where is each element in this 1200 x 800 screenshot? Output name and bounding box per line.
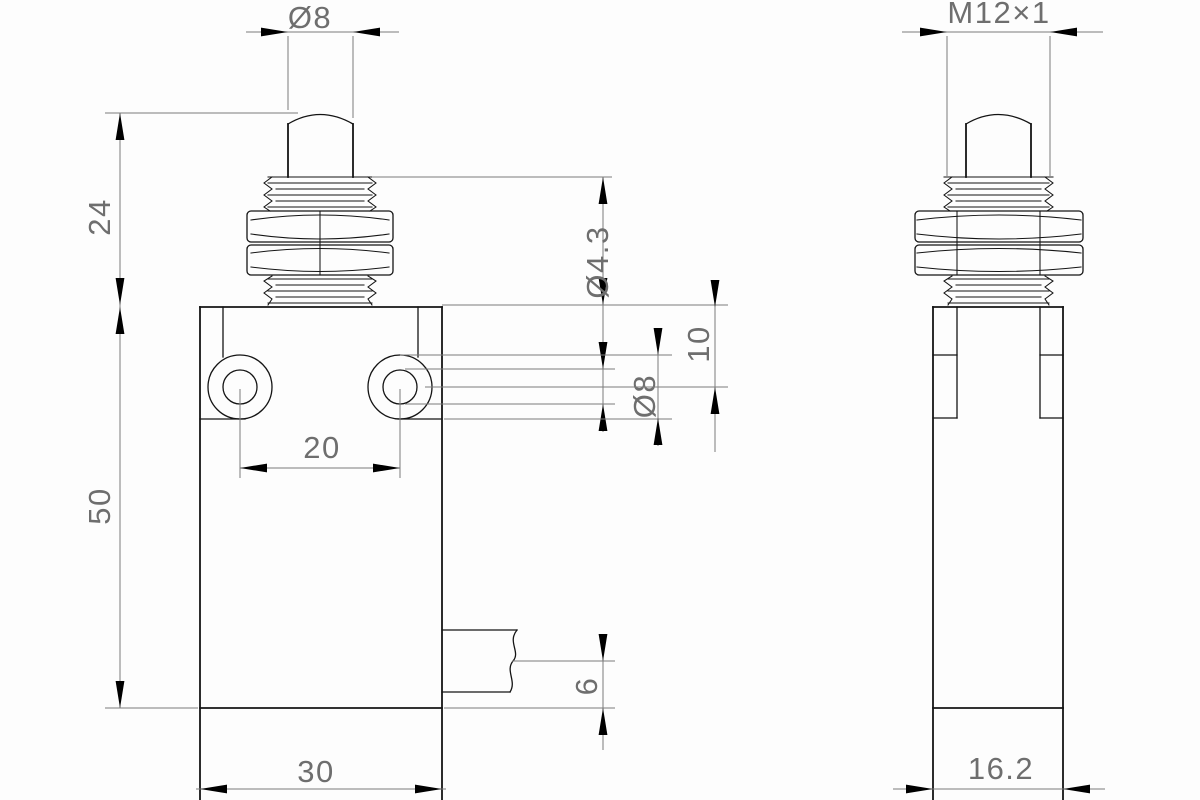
plunger-button-side [965, 113, 1032, 178]
dim-50: 50 [82, 307, 198, 709]
hex-nuts-side [914, 210, 1084, 276]
dim-plunger-diameter-label: Ø8 [288, 0, 332, 35]
dim-30-label: 30 [297, 754, 334, 789]
dim-16-2-label: 16.2 [968, 751, 1034, 786]
dim-30: 30 [196, 754, 446, 794]
dim-10-label: 10 [681, 325, 716, 362]
thread-lower-side [943, 275, 1054, 306]
dim-counterbore: Ø8 [400, 328, 672, 446]
dim-thread-spec-label: M12×1 [947, 0, 1050, 30]
switch-body [199, 306, 443, 800]
dim-plunger-diameter: Ø8 [246, 0, 399, 118]
dim-24: 24 [82, 112, 298, 708]
dim-24-label: 24 [82, 198, 117, 235]
dim-hole-diameter: Ø4.3 [372, 176, 728, 432]
dim-hole-diameter-label: Ø4.3 [580, 225, 615, 298]
switch-body-side [932, 306, 1064, 800]
dim-counterbore-label: Ø8 [627, 374, 662, 418]
dim-10: 10 [425, 280, 728, 452]
hex-nuts [246, 210, 394, 276]
dimensions: Ø8 24 50 20 [82, 0, 1105, 794]
dim-6: 6 [444, 634, 615, 750]
dim-thread-spec: M12×1 [902, 0, 1103, 176]
dim-50-label: 50 [82, 487, 117, 524]
dim-16-2: 16.2 [893, 751, 1105, 794]
plunger-button [287, 113, 354, 178]
thread-upper-side [943, 176, 1054, 212]
dim-20: 20 [239, 389, 401, 478]
thread-lower [263, 275, 377, 306]
side-view [914, 113, 1084, 800]
thread-upper [263, 176, 377, 212]
dim-20-label: 20 [303, 430, 340, 465]
dim-6-label: 6 [569, 677, 604, 696]
